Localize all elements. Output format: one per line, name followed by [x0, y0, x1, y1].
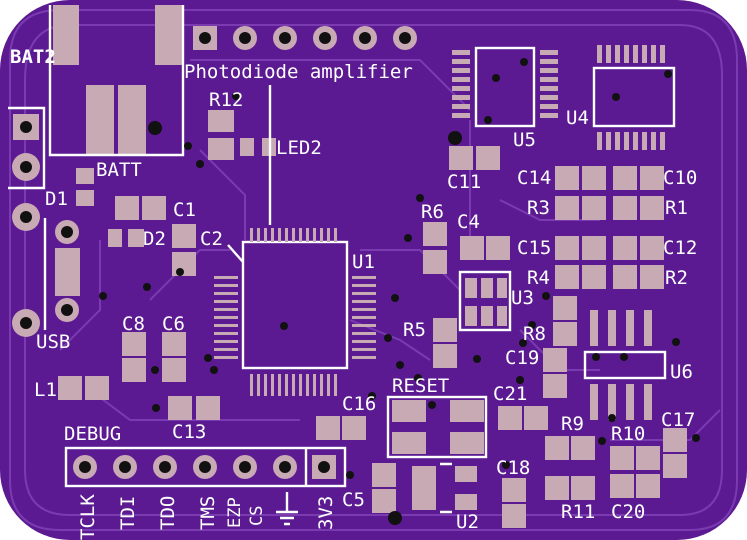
label-c2: C2: [200, 228, 223, 250]
label-c12: C12: [663, 237, 697, 259]
u1-mcu: [214, 228, 376, 396]
label-r2: R2: [665, 267, 688, 289]
label-u5: U5: [513, 129, 536, 151]
label-r11: R11: [561, 501, 595, 523]
r12-led2: [208, 85, 276, 225]
label-c4: C4: [457, 211, 480, 233]
label-c11: C11: [447, 171, 481, 193]
board-title: Photodiode amplifier: [184, 61, 413, 83]
label-batt: BATT: [96, 159, 142, 181]
pin-label-tdi: TDI: [117, 496, 139, 530]
label-c18: C18: [496, 457, 530, 479]
label-u6: U6: [670, 361, 693, 383]
label-c5: C5: [342, 489, 365, 511]
label-r12: R12: [209, 89, 243, 111]
copper-traces: [9, 9, 738, 531]
label-r10: R10: [611, 423, 645, 445]
label-r5: R5: [403, 319, 426, 341]
label-bat2: BAT2: [10, 46, 56, 68]
u4-ic: [592, 45, 676, 150]
pin-label-tclk: TCLK: [77, 494, 99, 540]
label-u1: U1: [352, 251, 375, 273]
label-c16: C16: [342, 393, 376, 415]
label-c8: C8: [122, 313, 145, 335]
label-l1: L1: [34, 379, 57, 401]
silkscreen-labels: Photodiode amplifier BAT2 BATT R12 LED2 …: [10, 46, 697, 540]
label-d1: D1: [45, 188, 68, 210]
pin-label-tdo: TDO: [157, 496, 179, 530]
label-c20: C20: [611, 501, 645, 523]
label-c1: C1: [173, 199, 196, 221]
right-passive-bank: [555, 166, 664, 289]
u5-ic: [452, 46, 558, 128]
reset-area: [316, 395, 488, 525]
battery-holder: [48, 5, 185, 157]
label-c6: C6: [162, 313, 185, 335]
left-passives: [58, 332, 220, 420]
label-debug: DEBUG: [64, 423, 121, 445]
debug-header: [64, 446, 347, 526]
pin-label-3v3: 3V3: [315, 496, 337, 530]
pin-label-cs: CS: [247, 506, 267, 526]
label-d2: D2: [143, 228, 166, 250]
vias: [99, 92, 700, 479]
label-reset: RESET: [392, 375, 449, 397]
bottom-right-passives: [502, 428, 687, 528]
label-c14: C14: [517, 167, 551, 189]
label-c17: C17: [661, 409, 695, 431]
c1-d2-c2: [108, 196, 196, 276]
label-c19: C19: [505, 347, 539, 369]
label-c10: C10: [663, 167, 697, 189]
label-c15: C15: [517, 237, 551, 259]
label-r3: R3: [527, 197, 550, 219]
label-led2: LED2: [276, 137, 322, 159]
label-r6: R6: [421, 201, 444, 223]
pin-label-ezp: EZP: [225, 497, 245, 528]
mid-right-passives: [423, 222, 577, 368]
label-u2: U2: [456, 511, 479, 533]
usb-area: [12, 168, 94, 337]
label-r4: R4: [527, 267, 550, 289]
header-top: [193, 26, 417, 50]
pin-label-tms: TMS: [197, 496, 219, 530]
label-c21: C21: [493, 383, 527, 405]
label-u3: U3: [511, 287, 534, 309]
c11: [448, 131, 500, 170]
label-r8: R8: [523, 323, 546, 345]
label-r1: R1: [665, 197, 688, 219]
label-r9: R9: [561, 413, 584, 435]
bat2-connector: [8, 106, 46, 190]
u6-area: [498, 310, 667, 430]
label-usb: USB: [36, 331, 70, 353]
label-c13: C13: [172, 421, 206, 443]
label-u4: U4: [566, 107, 589, 129]
